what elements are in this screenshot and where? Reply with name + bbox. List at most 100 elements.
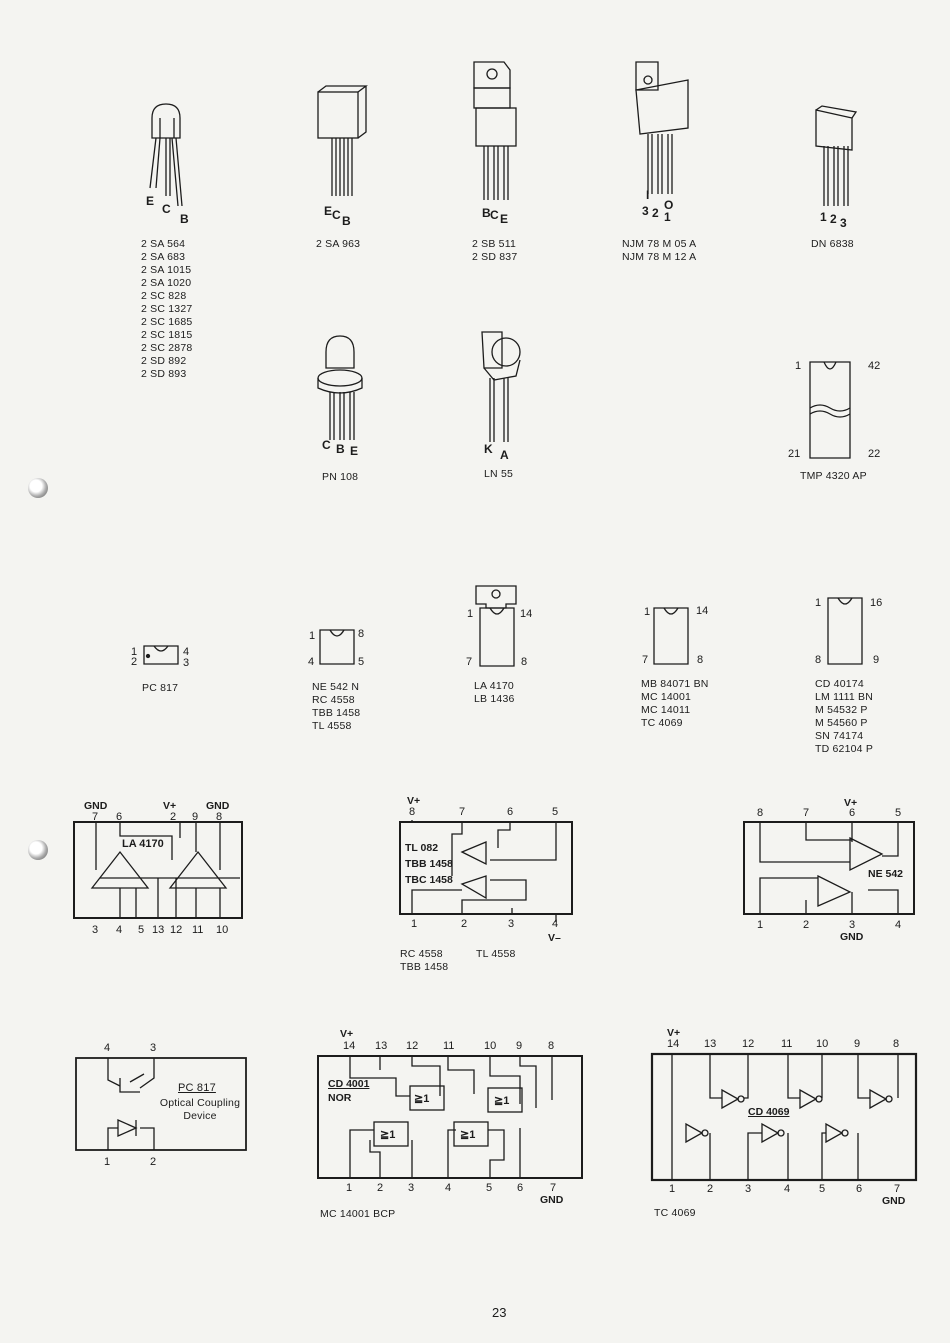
pin-1: 1 [664,210,671,224]
pin-1: 1 [131,646,138,658]
ic-sub-nor: NOR [328,1092,352,1104]
pin-14: 14 [696,605,709,617]
pin-21: 21 [788,448,801,460]
pin-8: 8 [409,806,416,818]
pin-9: 9 [192,811,199,823]
dip14-tab-drawing [475,585,517,667]
pin-3: 3 [508,918,515,930]
pin-1: 1 [795,360,802,372]
pin-4: 4 [445,1182,452,1194]
pin-8: 8 [815,654,822,666]
pin-13: 13 [152,924,165,936]
pin-2: 2 [652,206,659,220]
to18-can-drawing [317,335,363,440]
pin-1: 1 [815,597,822,609]
pin-2: 2 [131,656,138,668]
pin-b: B [482,206,491,220]
pin-3: 3 [183,657,190,669]
pin-7: 7 [92,811,99,823]
dn-package-drawing [815,105,858,206]
pin-4: 4 [784,1183,791,1195]
pin-1: 1 [669,1183,676,1195]
pin-14: 14 [667,1038,680,1050]
vminus-label: V– [548,932,561,944]
caption-tc4069: TC 4069 [654,1207,696,1219]
pin-5: 5 [358,656,365,668]
pin-4: 4 [895,919,902,931]
pin-11: 11 [443,1040,455,1052]
pin-5: 5 [895,807,902,819]
ne542-schematic [743,821,915,915]
pin-8: 8 [358,628,365,640]
pin-e: E [500,212,509,226]
pin-7: 7 [459,806,466,818]
pin-2: 2 [707,1183,714,1195]
pin-2: 2 [170,811,177,823]
la4170-schematic [73,821,243,919]
to126-transistor-drawing [317,85,368,196]
pin-4: 4 [183,646,190,658]
ic-name-la4170: LA 4170 [122,838,164,850]
vplus-label: V+ [667,1027,681,1039]
gnd-label: GND [882,1195,906,1207]
nor-gate-label: ≧1 [380,1129,396,1141]
pin-7: 7 [642,654,649,666]
gnd-label: GND [84,800,108,812]
nor-gate-label: ≧1 [494,1095,510,1107]
pin-1: 1 [644,606,651,618]
ic-name-cd4001: CD 4001 [328,1078,370,1090]
caption-rc4558: RC 4558 [400,948,443,960]
pin-i: I [646,188,650,202]
vplus-label: V+ [407,795,421,807]
pin-1: 1 [820,210,827,224]
part-pc817: PC 817 [142,682,179,694]
pin-6: 6 [849,807,856,819]
pin-6: 6 [116,811,123,823]
pin-a: A [500,448,509,462]
pin-6: 6 [856,1183,863,1195]
cd4001-schematic [317,1055,583,1179]
pin-12: 12 [170,924,183,936]
gnd-label: GND [840,931,864,943]
pin-11: 11 [781,1038,793,1050]
pin-1: 1 [757,919,764,931]
pin-8: 8 [893,1038,900,1050]
pin-c: C [322,438,331,452]
dip4-drawing [143,645,179,665]
pin-7: 7 [894,1183,901,1195]
pin-13: 13 [375,1040,388,1052]
pin-4: 4 [104,1042,111,1054]
pin-1: 1 [104,1156,111,1168]
pin-8: 8 [697,654,704,666]
pin-11: 11 [192,924,204,936]
pc817-schematic [75,1057,247,1151]
pin-1: 1 [309,630,316,642]
pin-16: 16 [870,597,883,609]
pc817-name: PC 817 [178,1082,216,1094]
pin-3: 3 [745,1183,752,1195]
pin-k: K [484,442,493,456]
pin-3: 3 [840,216,847,230]
pin-1: 1 [346,1182,353,1194]
pin-9: 9 [873,654,880,666]
pin-2: 2 [803,919,810,931]
pin-6: 6 [507,806,514,818]
pin-2: 2 [461,918,468,930]
part-pn108: PN 108 [322,471,359,483]
pin-5: 5 [138,924,145,936]
pin-5: 5 [819,1183,826,1195]
pin-o: O [664,198,674,212]
pin-10: 10 [484,1040,497,1052]
dip42-drawing [809,361,851,459]
pin-3: 3 [408,1182,415,1194]
pin-b: B [180,212,189,226]
pin-8: 8 [521,656,528,668]
pin-10: 10 [216,924,229,936]
pin-9: 9 [516,1040,523,1052]
to92-transistor-drawing [149,103,183,207]
